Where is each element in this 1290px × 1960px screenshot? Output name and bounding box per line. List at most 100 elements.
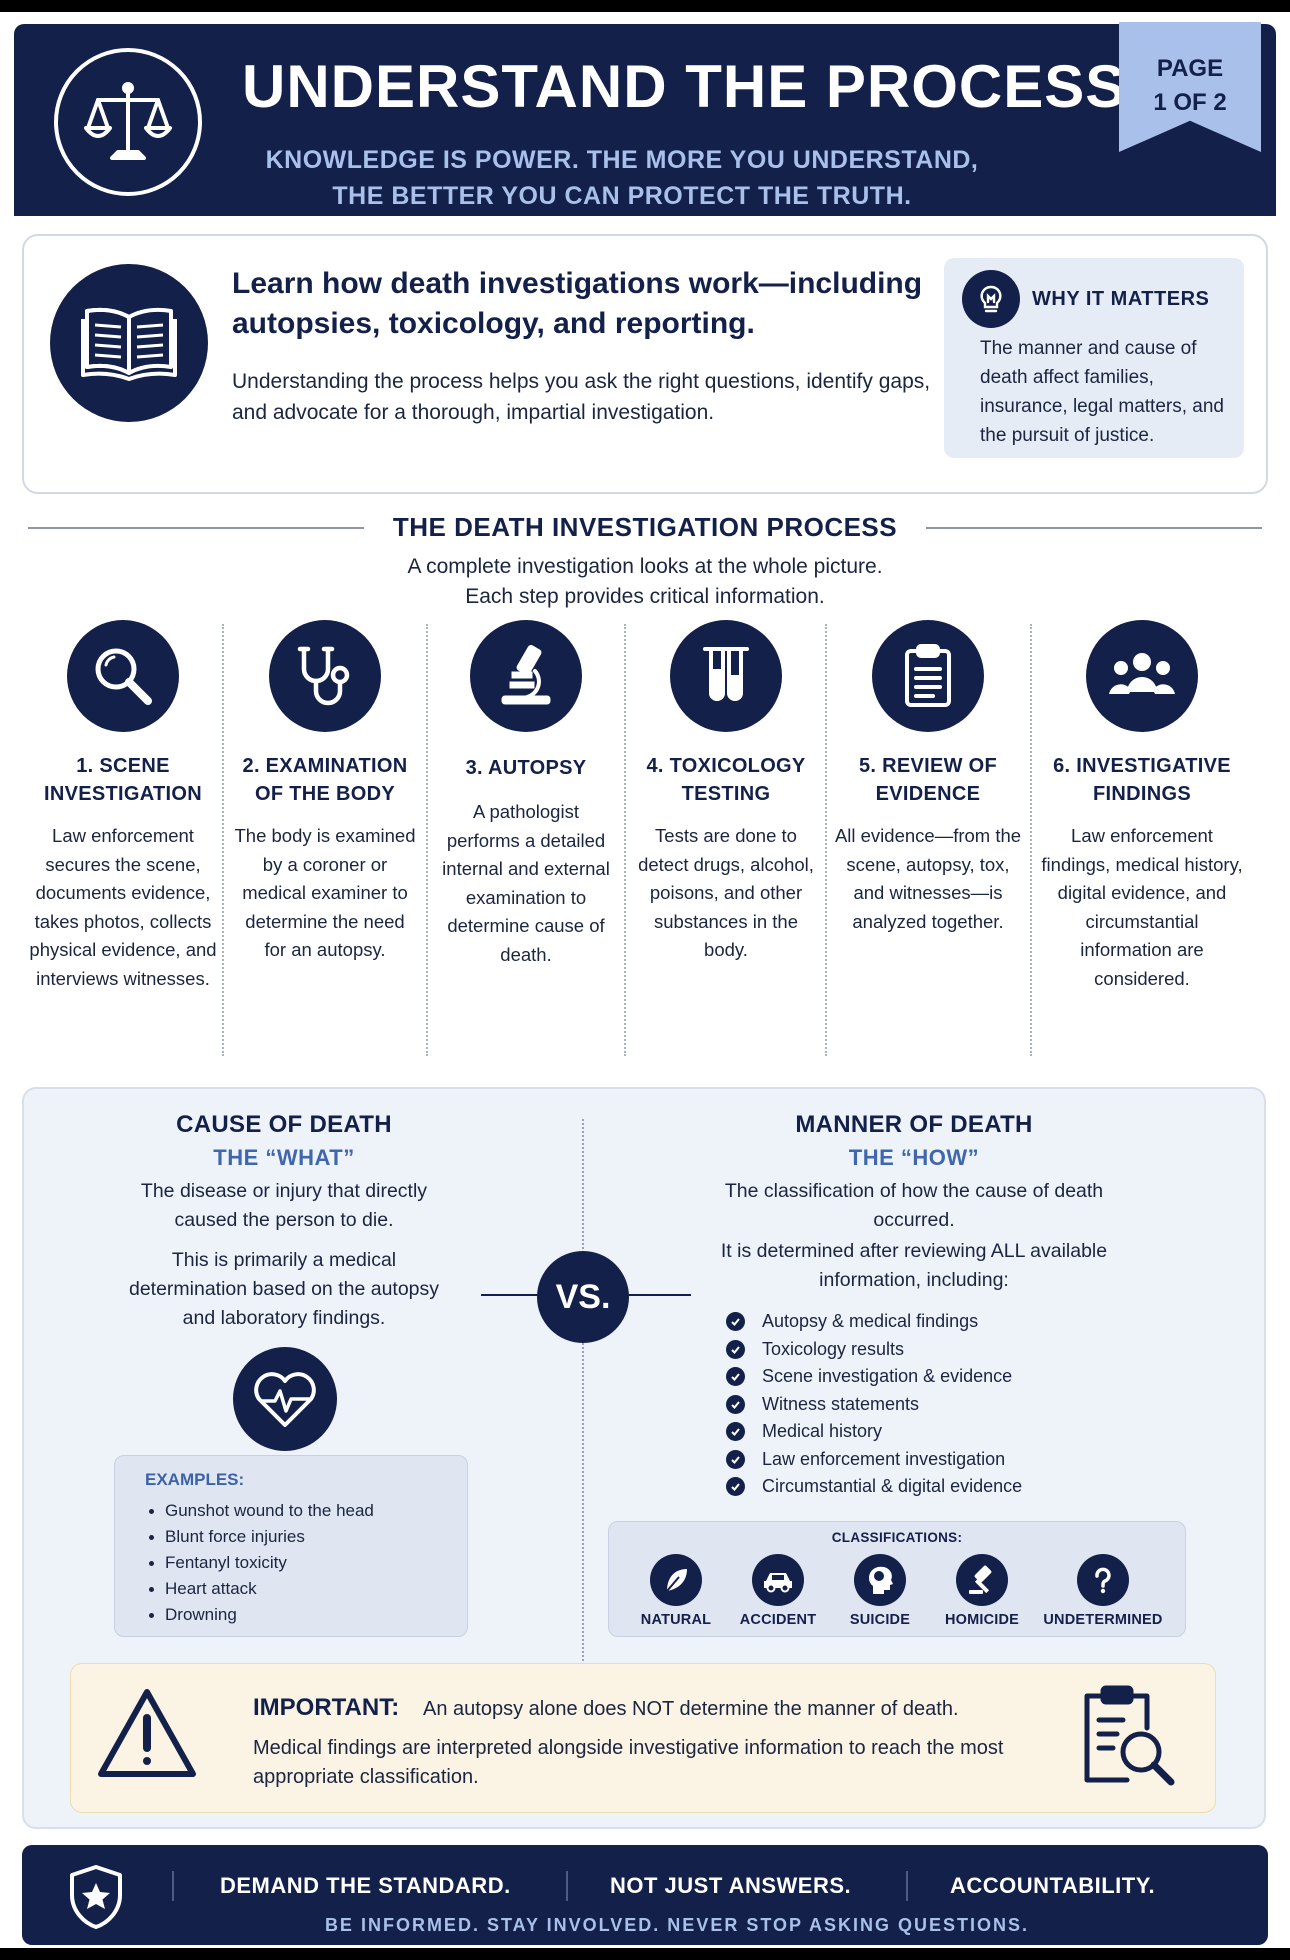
check-icon [726,1449,745,1469]
list-item: Blunt force injuries [147,1524,374,1550]
important-label: IMPORTANT: [253,1694,400,1721]
footer-slogan-2: NOT JUST ANSWERS. [610,1873,852,1898]
clipboard-search-icon [1077,1684,1177,1795]
leaf-icon [650,1554,702,1606]
step-divider [1030,624,1032,1056]
step-body: Law enforcement findings, medical histor… [1041,825,1243,989]
checklist-item: Witness statements [726,1391,1022,1419]
footer-separator [172,1871,174,1901]
cause-title: CAUSE OF DEATH [176,1111,392,1138]
subtitle-line: THE BETTER YOU CAN PROTECT THE TRUTH. [332,182,912,210]
classifications-title: CLASSIFICATIONS: [831,1530,963,1545]
step-body: The body is examined by a coroner or med… [234,825,416,960]
process-title: THE DEATH INVESTIGATION PROCESS [392,512,898,542]
divider-line [926,527,1262,529]
step-body: A pathologist performs a detailed intern… [442,801,610,965]
list-item: Fentanyl toxicity [147,1550,374,1576]
step-divider [222,624,224,1056]
page-subtitle: KNOWLEDGE IS POWER. THE MORE YOU UNDERST… [242,142,1002,214]
microscope-icon [470,620,582,732]
heart-pulse-icon [233,1347,337,1451]
intro-body: Understanding the process helps you ask … [232,370,931,424]
check-icon [726,1367,745,1386]
page-tag-number: 1 OF 2 [1153,89,1227,116]
check-icon [726,1422,745,1441]
page-tag-label: PAGE [1156,55,1224,82]
manner-title: MANNER OF DEATH [795,1111,1033,1138]
examples-title: EXAMPLES: [145,1470,245,1489]
process-step-autopsy: 3. AUTOPSY A pathologist performs a deta… [434,620,618,1060]
magnifier-icon [67,620,179,732]
manner-tag: THE “HOW” [848,1145,980,1170]
step-body: Tests are done to detect drugs, alcohol,… [638,825,814,960]
list-item: Gunshot wound to the head [147,1498,374,1524]
page-title: UNDERSTAND THE PROCESS [242,53,1127,120]
footer-separator [906,1871,908,1901]
why-it-matters-box: WHY IT MATTERS The manner and cause of d… [944,258,1244,458]
cause-body-1: The disease or injury that directly caus… [140,1180,428,1231]
checklist-item: Autopsy & medical findings [726,1308,1022,1336]
intro-heading: Learn how death investigations work—incl… [232,267,923,340]
checklist-item: Law enforcement investigation [726,1446,1022,1474]
divider-line [28,527,364,529]
list-item: Heart attack [147,1576,374,1602]
classification-undetermined: UNDETERMINED [1033,1554,1173,1628]
footer-separator [566,1871,568,1901]
step-title: 3. AUTOPSY [465,757,587,779]
checklist-item: Scene investigation & evidence [726,1363,1022,1391]
examples-list: Gunshot wound to the head Blunt force in… [147,1498,374,1628]
stethoscope-icon [269,620,381,732]
classification-homicide: HOMICIDE [927,1554,1037,1628]
important-callout: IMPORTANT: An autopsy alone does NOT det… [70,1663,1216,1813]
classification-accident: ACCIDENT [723,1554,833,1628]
clipboard-icon [872,620,984,732]
why-it-matters-title: WHY IT MATTERS [1032,288,1210,310]
important-line-2: Medical findings are interpreted alongsi… [253,1737,1004,1788]
lightbulb-icon [962,270,1020,328]
process-subtitle-line: Each step provides critical information. [465,585,825,608]
page-number-tag: PAGE 1 OF 2 [1119,22,1261,152]
check-icon [726,1339,745,1359]
step-body: All evidence—from the scene, autopsy, to… [834,825,1022,932]
scales-of-justice-icon [54,48,202,196]
classification-label: HOMICIDE [944,1612,1020,1628]
classification-natural: NATURAL [621,1554,731,1628]
classification-label: NATURAL [640,1612,712,1628]
car-icon [752,1554,804,1606]
footer-banner: DEMAND THE STANDARD. NOT JUST ANSWERS. A… [22,1845,1268,1945]
head-icon [854,1554,906,1606]
warning-icon [95,1686,199,1787]
question-icon [1077,1554,1129,1606]
check-icon [726,1477,745,1496]
group-icon [1086,620,1198,732]
classification-label: ACCIDENT [739,1612,817,1628]
step-divider [426,624,428,1056]
footer-slogan-1: DEMAND THE STANDARD. [220,1873,511,1898]
checklist-item: Medical history [726,1418,1022,1446]
panel-divider [582,1119,584,1669]
process-subtitle: A complete investigation looks at the wh… [0,552,1290,612]
classification-label: SUICIDE [849,1612,911,1628]
classifications-box: CLASSIFICATIONS: NATURAL ACCIDENT SUICID… [608,1521,1186,1637]
check-icon [726,1394,745,1414]
cause-vs-manner-panel: CAUSE OF DEATH THE “WHAT” The disease or… [22,1087,1266,1829]
gavel-icon [956,1554,1008,1606]
classification-suicide: SUICIDE [825,1554,935,1628]
step-body: Law enforcement secures the scene, docum… [29,825,217,989]
step-divider [825,624,827,1056]
examples-box: EXAMPLES: Gunshot wound to the head Blun… [114,1455,468,1637]
vs-badge: VS. [537,1251,629,1343]
footer-slogan-3: ACCOUNTABILITY. [950,1873,1156,1898]
subtitle-line: KNOWLEDGE IS POWER. THE MORE YOU UNDERST… [265,146,979,174]
footer-tagline: BE INFORMED. STAY INVOLVED. NEVER STOP A… [324,1915,1030,1935]
why-it-matters-body: The manner and cause of death affect fam… [980,338,1224,446]
test-tubes-icon [670,620,782,732]
